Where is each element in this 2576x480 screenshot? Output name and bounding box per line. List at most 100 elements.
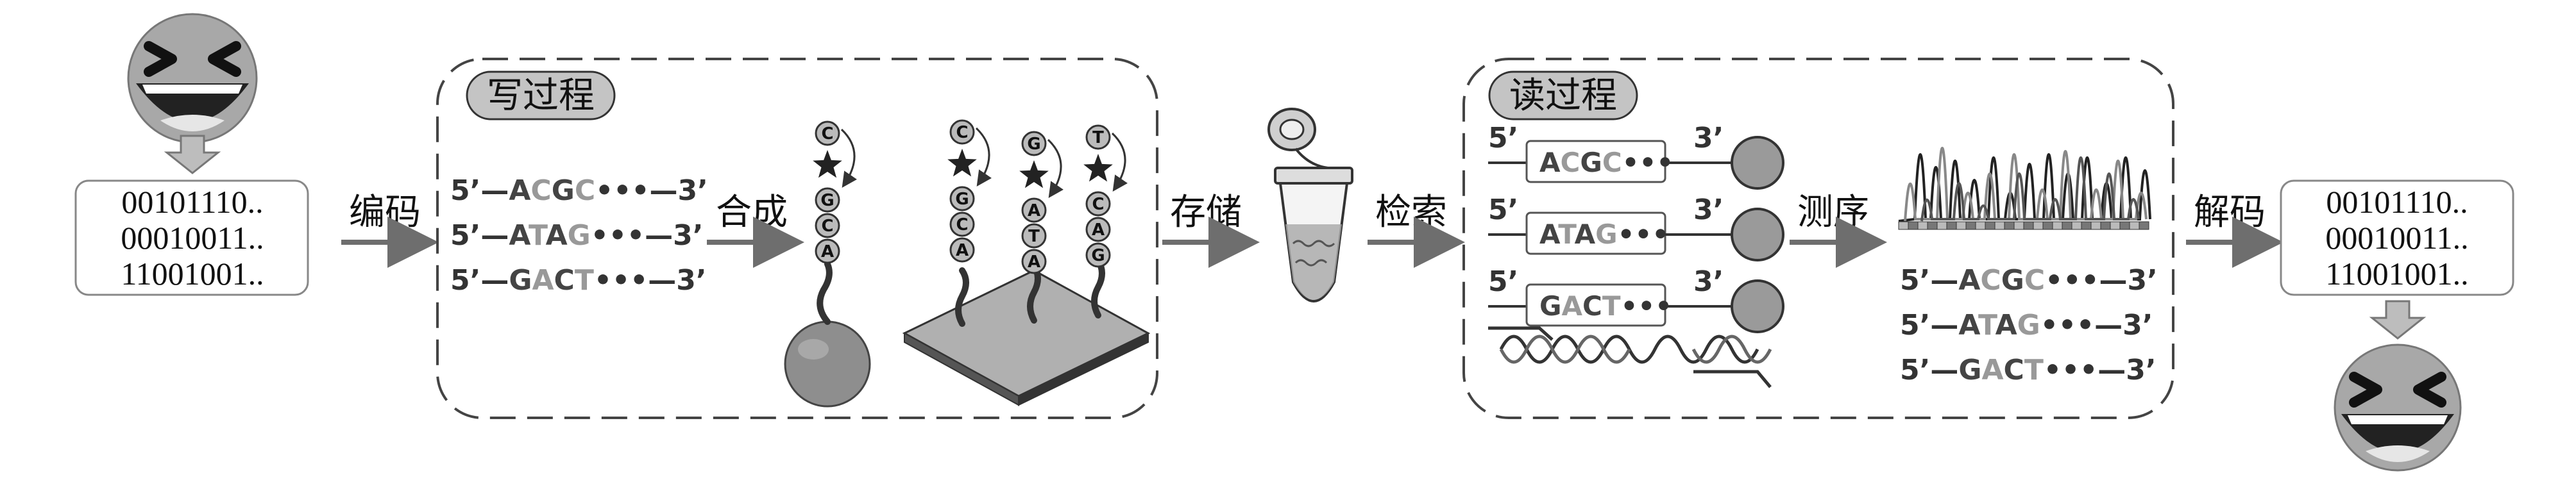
nucleotide-bead [949, 211, 975, 237]
strand-base: C [1980, 264, 2001, 297]
strand-base: T [2024, 354, 2044, 386]
sequencing-result-strand: 5’—ATAG•••—3’ [1900, 309, 2153, 342]
output-down-arrow [2369, 300, 2427, 340]
strand-base: A [1958, 264, 1980, 297]
encode-label: 编码 [349, 192, 421, 233]
sequencing-result-list: 5’—ACGC•••—3’5’—ATAG•••—3’5’—GACT•••—3’ [1900, 264, 2158, 386]
strand-suffix: •••—3’ [595, 174, 708, 207]
output-laughing-face-icon [2334, 343, 2462, 472]
strand-base: G [2001, 264, 2024, 297]
strand-suffix: •••—3’ [2040, 309, 2153, 342]
nucleotide-bead [1021, 223, 1047, 249]
nucleotide-bead [1085, 191, 1111, 217]
nucleotide-bead [949, 119, 975, 145]
probe-base: G [1595, 219, 1617, 250]
nucleotide-label: A [956, 241, 969, 260]
curl-arrow-icon [975, 127, 992, 186]
strand-base: A [532, 264, 554, 297]
nucleotide-bead [1021, 249, 1047, 274]
fluorescent-star-icon [1019, 160, 1049, 188]
strand-base: T [575, 264, 594, 297]
nucleotide-bead [1021, 197, 1047, 223]
write-panel-title: 写过程 [487, 75, 595, 117]
write-panel-border [436, 58, 1158, 419]
store-label: 存储 [1170, 192, 1242, 233]
read-probe: 5’GACT•••3’ [1488, 265, 1784, 333]
nucleotide-label: G [1027, 135, 1040, 154]
nucleotide-bead [1021, 131, 1047, 156]
probe-base: A [1539, 219, 1561, 250]
strand-base: A [1981, 354, 2003, 386]
probe-base: A [1575, 219, 1596, 250]
strand-base: G [509, 264, 532, 297]
nucleotide-label: C [956, 215, 968, 235]
sequencing-result-strand: 5’—ACGC•••—3’ [1900, 264, 2158, 297]
sequence-step: 测序 [1790, 192, 1887, 268]
decode-label: 解码 [2194, 192, 2266, 233]
probe-five-prime: 5’ [1488, 194, 1518, 226]
probe-base: C [1602, 147, 1622, 178]
strand-suffix: •••—3’ [591, 219, 704, 252]
strand-prefix: 5’— [1900, 309, 1958, 342]
read-probe-list: 5’ACGC•••3’5’ATAG•••3’5’GACT•••3’ [1488, 122, 1784, 333]
nucleotide-bead [1085, 124, 1111, 150]
nucleotide-label: A [1092, 220, 1105, 240]
probe-three-prime: 3’ [1693, 265, 1724, 298]
strand-base: G [568, 219, 591, 252]
nucleotide-label: T [1092, 128, 1104, 147]
strand-prefix: 5’— [1900, 264, 1958, 297]
input-down-arrow [164, 135, 221, 174]
nucleotide-bead [1085, 217, 1111, 242]
encode-step: 编码 [341, 192, 439, 268]
nucleotide-label: C [821, 217, 833, 236]
probe-sequence: ACGC••• [1539, 147, 1674, 178]
store-step: 存储 [1162, 192, 1260, 268]
fluorescent-star-icon [947, 149, 977, 177]
read-panel: 读过程 5’ACGC•••3’5’ATAG•••3’5’GACT•••3’ [1462, 58, 2174, 419]
curl-arrow-icon [1111, 132, 1128, 192]
strand-base: A [546, 219, 568, 252]
read-panel-title: 读过程 [1509, 75, 1617, 117]
strand-prefix: 5’— [450, 174, 509, 207]
strand-base: A [509, 219, 530, 252]
nucleotide-label: G [820, 191, 834, 210]
write-strand: 5’—ATAG•••—3’ [450, 219, 703, 252]
probe-sequence: ATAG••• [1539, 219, 1669, 250]
strand-base: G [552, 174, 575, 207]
curl-arrow-icon [1047, 138, 1064, 198]
nucleotide-bead [1085, 242, 1111, 268]
probe-base: G [1539, 290, 1561, 322]
retrieve-step: 检索 [1368, 192, 1465, 268]
strand-base: A [1996, 309, 2017, 342]
magnetic-bead [1731, 136, 1784, 190]
input-binary-line: 11001001.. [121, 256, 264, 292]
strand-suffix: •••—3’ [2044, 354, 2157, 386]
read-probe: 5’ACGC•••3’ [1488, 122, 1784, 190]
probe-base: A [1561, 290, 1582, 322]
strand-base: G [2017, 309, 2040, 342]
strand-base: C [2024, 264, 2045, 297]
synthesize-label: 合成 [716, 192, 788, 233]
magnetic-bead [1731, 279, 1784, 333]
pcr-amplification-icon [1488, 326, 1772, 388]
output-binary-line: 11001001.. [2325, 256, 2468, 292]
nucleotide-label: A [1028, 252, 1040, 272]
synthesis-chip [902, 257, 1151, 406]
input-group: 00101110.. 00010011.. 11001001.. [74, 13, 309, 296]
probe-dots: ••• [1618, 219, 1670, 250]
storage-tube-icon [1267, 108, 1353, 302]
nucleotide-bead [949, 186, 975, 211]
probe-base: C [1582, 290, 1602, 322]
input-binary-box [74, 179, 309, 296]
fluorescent-star-icon [813, 150, 842, 178]
strand-base: C [530, 174, 551, 207]
sequencing-chromatogram [1898, 147, 2151, 230]
probe-sequence: GACT••• [1539, 290, 1672, 322]
input-laughing-face-icon [127, 13, 258, 144]
decode-step: 解码 [2186, 192, 2284, 268]
probe-dots: ••• [1620, 290, 1672, 322]
read-panel-title-pill [1488, 70, 1638, 120]
